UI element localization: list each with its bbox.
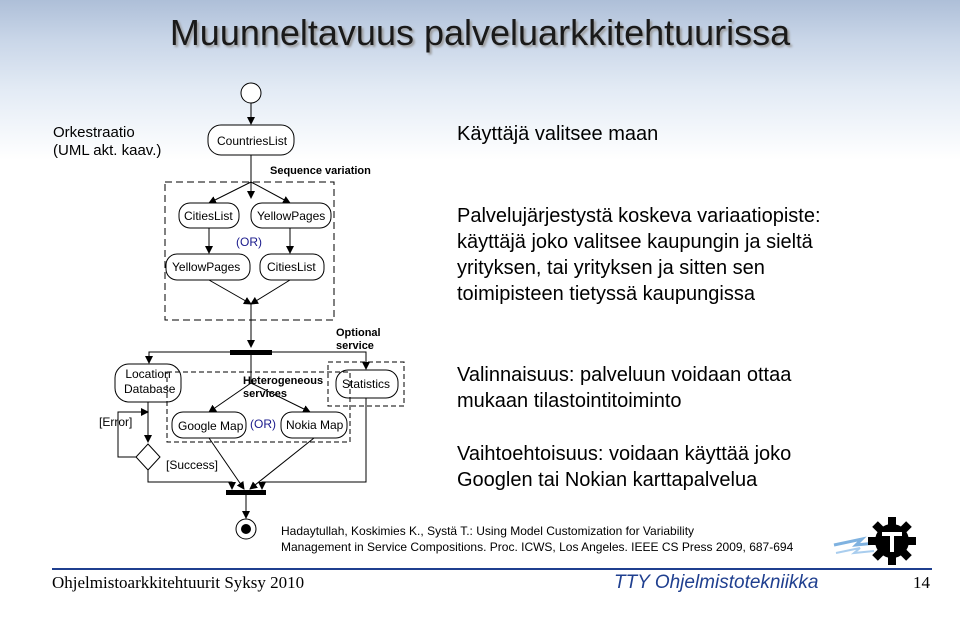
statistics-node — [335, 369, 399, 399]
optional-line-2: mukaan tilastointitoiminto — [457, 390, 682, 412]
optional-line-1: Valinnaisuus: palveluun voidaan ottaa — [457, 364, 792, 386]
nokia-map-label: Nokia Map — [286, 418, 344, 432]
reference-citation: Hadaytullah, Koskimies K., Systä T.: Usi… — [281, 523, 793, 555]
location-database-label: Location Database — [124, 367, 176, 397]
text-block-country: Käyttäjä valitsee maan — [457, 123, 659, 145]
sequence-line-2: käyttäjä joko valitsee kaupungin ja siel… — [457, 231, 813, 253]
alternative-line-1: Vaihtoehtoisuus: voidaan käyttää joko — [457, 443, 792, 465]
sequence-line-1: Palvelujärjestystä koskeva variaatiopist… — [457, 205, 821, 227]
decision-diamond — [135, 443, 161, 471]
error-guard-label: [Error] — [99, 415, 133, 429]
cities-list-node-bottom — [259, 253, 325, 281]
optional-service-line-2: service — [336, 340, 374, 352]
heterogeneous-line-1: Heterogeneous — [243, 375, 324, 387]
optional-service-label: Optional service — [336, 327, 381, 353]
yellow-pages-bottom-label: YellowPages — [172, 260, 241, 274]
success-guard-label: [Success] — [166, 458, 219, 472]
slide-title: Muunneltavuus palveluarkkitehtuurissa — [169, 12, 791, 53]
cities-list-bottom-label: CitiesList — [267, 260, 316, 274]
optional-service-region — [327, 361, 405, 407]
or-upper-label: (OR) — [236, 235, 262, 249]
sequence-line-4: toimipisteen tietyssä kaupungissa — [457, 283, 755, 305]
fork-bar — [230, 350, 272, 355]
reference-line-2: Management in Service Compositions. Proc… — [281, 540, 794, 554]
text-block-alternative: Vaihtoehtoisuus: voidaan käyttää joko Go… — [457, 441, 791, 493]
yellow-pages-node-top — [250, 202, 332, 229]
optional-service-line-1: Optional — [336, 327, 381, 339]
location-database-line-1: Location — [125, 367, 171, 381]
sequence-variation-region — [164, 181, 335, 321]
page-number: 14 — [913, 573, 930, 592]
footer-unit: TTY Ohjelmistotekniikka — [614, 572, 819, 593]
reference-line-1: Hadaytullah, Koskimies K., Systä T.: Usi… — [281, 524, 695, 538]
heterogeneous-services-label: Heterogeneous services — [243, 375, 323, 401]
google-map-label: Google Map — [178, 419, 244, 433]
caption-line-2: (UML akt. kaav.) — [53, 142, 162, 159]
or-lower-label: (OR) — [250, 417, 276, 431]
yellow-pages-node-bottom — [165, 253, 251, 281]
statistics-label: Statistics — [342, 377, 391, 391]
caption-line-1: Orkestraatio — [53, 124, 135, 141]
initial-node — [240, 82, 262, 104]
countries-list-label: CountriesList — [217, 134, 288, 148]
yellow-pages-top-label: YellowPages — [257, 209, 326, 223]
footer-rule — [52, 568, 932, 570]
join-bar — [226, 490, 266, 495]
sequence-variation-label: Sequence variation — [270, 165, 371, 177]
diagram-caption: Orkestraatio (UML akt. kaav.) — [53, 124, 161, 160]
cities-list-top-label: CitiesList — [184, 209, 233, 223]
lightning-icon — [833, 536, 877, 555]
sequence-line-3: yrityksen, tai yrityksen ja sitten sen — [457, 257, 765, 279]
alternative-line-2: Googlen tai Nokian karttapalvelua — [457, 469, 758, 491]
heterogeneous-line-2: services — [243, 388, 288, 400]
text-block-optional: Valinnaisuus: palveluun voidaan ottaa mu… — [457, 362, 791, 414]
footer-course: Ohjelmistoarkkitehtuurit Syksy 2010 — [52, 573, 305, 592]
gear-logo-icon — [833, 517, 916, 565]
location-database-line-2: Database — [124, 382, 176, 396]
text-block-sequence: Palvelujärjestystä koskeva variaatiopist… — [457, 203, 821, 307]
heterogeneous-services-region — [166, 371, 351, 443]
